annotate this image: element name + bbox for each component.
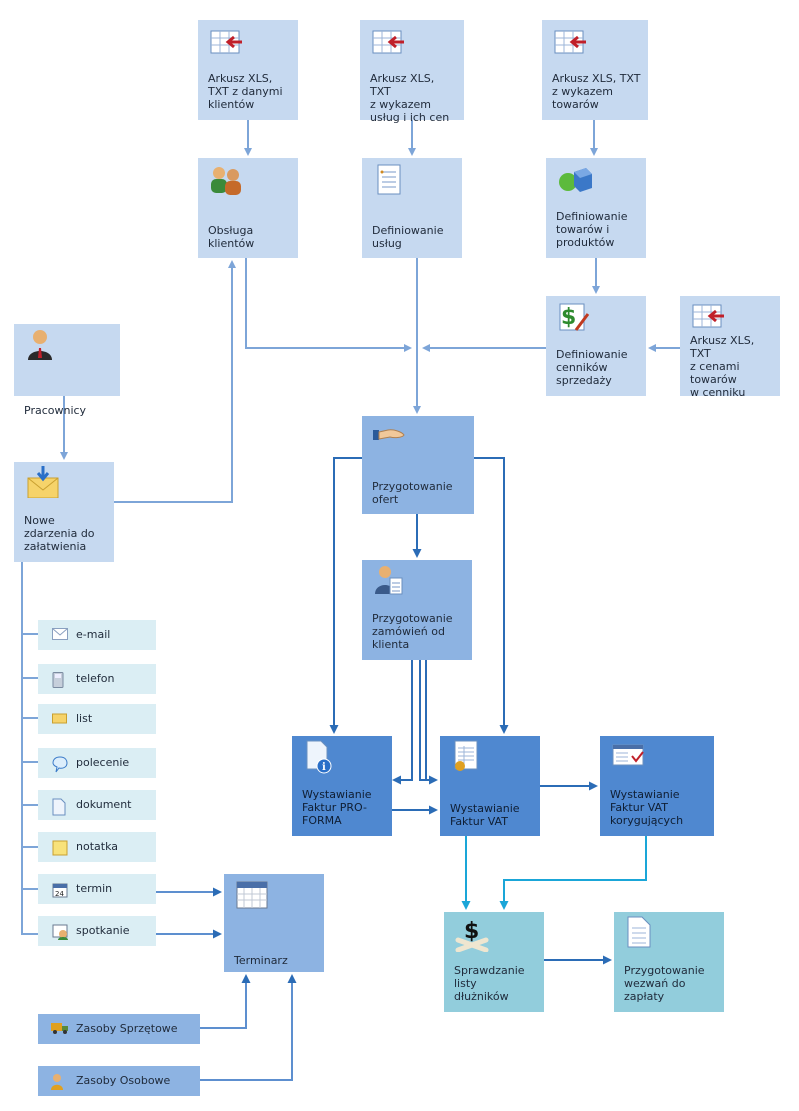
node-label: Przygotowanie ofert xyxy=(372,480,453,506)
event-type-label: spotkanie xyxy=(76,924,130,937)
event-type-label: termin xyxy=(76,882,113,895)
edge-orders-proforma xyxy=(392,660,413,785)
edge-people-calendar xyxy=(200,974,297,1081)
event-type-label: list xyxy=(76,712,93,725)
svg-text:$: $ xyxy=(561,305,576,330)
edge-offers-proforma xyxy=(329,457,362,734)
node-label: Sprawdzanie listy dłużników xyxy=(454,964,525,1003)
invoice-icon xyxy=(454,740,478,771)
node-calendar: Terminarz xyxy=(224,874,324,972)
event-type-date: 24 termin xyxy=(38,874,156,904)
document-info-icon: i xyxy=(306,740,332,774)
event-type-label: dokument xyxy=(76,798,132,811)
spreadsheet-import-icon xyxy=(554,30,586,54)
dollar-crossbones-icon: $ xyxy=(455,919,489,952)
node-label: Obsługa klientów xyxy=(208,224,255,250)
dollar-pen-icon: $ xyxy=(559,303,590,331)
node-offers: Przygotowanie ofert xyxy=(362,416,474,514)
document-icon xyxy=(52,798,66,816)
node-services: Definiowanie usług xyxy=(362,158,462,258)
node-label: Nowe zdarzenia do załatwienia xyxy=(24,514,95,553)
edge-offers-vat xyxy=(472,457,509,734)
svg-text:i: i xyxy=(322,762,326,773)
node-label: Wystawianie Faktur VAT xyxy=(450,802,520,828)
event-type-letter: list xyxy=(38,704,156,734)
node-label: Wystawianie Faktur PRO- FORMA xyxy=(302,788,372,827)
spreadsheet-import-icon xyxy=(692,304,724,328)
node-vat: Wystawianie Faktur VAT xyxy=(440,736,540,836)
page-icon xyxy=(627,916,651,948)
node-label: Definiowanie towarów i produktów xyxy=(556,210,628,249)
node-debtors: $ Sprawdzanie listy dłużników xyxy=(444,912,544,1012)
event-type-command: polecenie xyxy=(38,748,156,778)
node-label: Definiowanie usług xyxy=(372,224,444,250)
edge-clients-merge xyxy=(245,258,412,352)
resource-people: Zasoby Osobowe xyxy=(38,1066,200,1096)
person-icon xyxy=(28,330,52,360)
node-vat-corrections: Wystawianie Faktur VAT korygujących xyxy=(600,736,714,836)
node-label: Arkusz XLS, TXT z danymi klientów xyxy=(208,72,283,111)
event-type-note: notatka xyxy=(38,832,156,862)
node-orders: Przygotowanie zamówień od klienta xyxy=(362,560,472,660)
mail-icon xyxy=(52,628,68,640)
list-document-icon xyxy=(377,164,401,195)
node-label: Arkusz XLS, TXT z cenami towarów w cenni… xyxy=(690,334,755,399)
node-label: Pracownicy xyxy=(24,404,87,417)
people-icon xyxy=(211,167,241,195)
event-type-email: e-mail xyxy=(38,620,156,650)
resource-label: Zasoby Osobowe xyxy=(76,1074,171,1087)
resource-equipment: Zasoby Sprzętowe xyxy=(38,1014,200,1044)
spreadsheet-import-icon xyxy=(372,30,404,54)
person-small-icon xyxy=(51,1074,63,1090)
node-xls-clients: Arkusz XLS, TXT z danymi klientów xyxy=(198,20,298,120)
edge-vatcorr-debtors xyxy=(499,836,647,910)
node-xls-goods: Arkusz XLS, TXT z wykazem towarów xyxy=(542,20,648,120)
envelope-icon xyxy=(27,466,59,498)
calendar-day-icon: 24 xyxy=(52,883,68,898)
node-xls-services: Arkusz XLS, TXT z wykazem usług i ich ce… xyxy=(360,20,464,124)
node-employees: Pracownicy xyxy=(14,324,120,417)
node-events: Nowe zdarzenia do załatwienia xyxy=(14,462,114,562)
node-label: Terminarz xyxy=(234,954,288,967)
node-label: Wystawianie Faktur VAT korygujących xyxy=(610,788,684,827)
user-document-icon xyxy=(375,566,403,595)
shapes-icon xyxy=(559,168,592,192)
note-icon xyxy=(52,840,68,856)
event-type-label: polecenie xyxy=(76,756,130,769)
node-payment-demands: Przygotowanie wezwań do zapłaty xyxy=(614,912,724,1012)
event-type-document: dokument xyxy=(38,790,156,820)
node-label: Przygotowanie zamówień od klienta xyxy=(372,612,453,651)
event-type-phone: telefon xyxy=(38,664,156,694)
truck-icon xyxy=(51,1023,68,1034)
edge-equipment-calendar xyxy=(200,974,251,1029)
letter-icon xyxy=(52,713,67,724)
node-proforma: i Wystawianie Faktur PRO- FORMA xyxy=(292,736,392,836)
event-type-label: telefon xyxy=(76,672,115,685)
phone-icon xyxy=(52,672,64,688)
node-label: Arkusz XLS, TXT z wykazem towarów xyxy=(552,72,641,111)
meeting-icon xyxy=(52,924,68,940)
event-type-label: notatka xyxy=(76,840,118,853)
resource-label: Zasoby Sprzętowe xyxy=(76,1022,178,1035)
calendar-icon xyxy=(236,881,268,909)
node-xls-prices: Arkusz XLS, TXT z cenami towarów w cenni… xyxy=(680,296,780,399)
event-type-label: e-mail xyxy=(76,628,111,641)
svg-text:$: $ xyxy=(464,919,479,944)
node-label: Przygotowanie wezwań do zapłaty xyxy=(624,964,705,1003)
event-type-meeting: spotkanie xyxy=(38,916,156,946)
node-label: Definiowanie cenników sprzedaży xyxy=(556,348,628,387)
spreadsheet-import-icon xyxy=(210,30,242,54)
node-clients: Obsługa klientów xyxy=(198,158,298,258)
speech-bubble-icon xyxy=(52,756,68,773)
edge-orders-vat-a xyxy=(419,660,438,785)
node-products: Definiowanie towarów i produktów xyxy=(546,158,646,258)
svg-text:24: 24 xyxy=(55,890,64,898)
form-check-icon xyxy=(612,744,644,766)
hand-offer-icon xyxy=(373,429,405,440)
edge-events-clients xyxy=(114,260,236,503)
node-pricelists: $ Definiowanie cenników sprzedaży xyxy=(546,296,646,396)
node-label: Arkusz XLS, TXT z wykazem usług i ich ce… xyxy=(370,72,450,124)
